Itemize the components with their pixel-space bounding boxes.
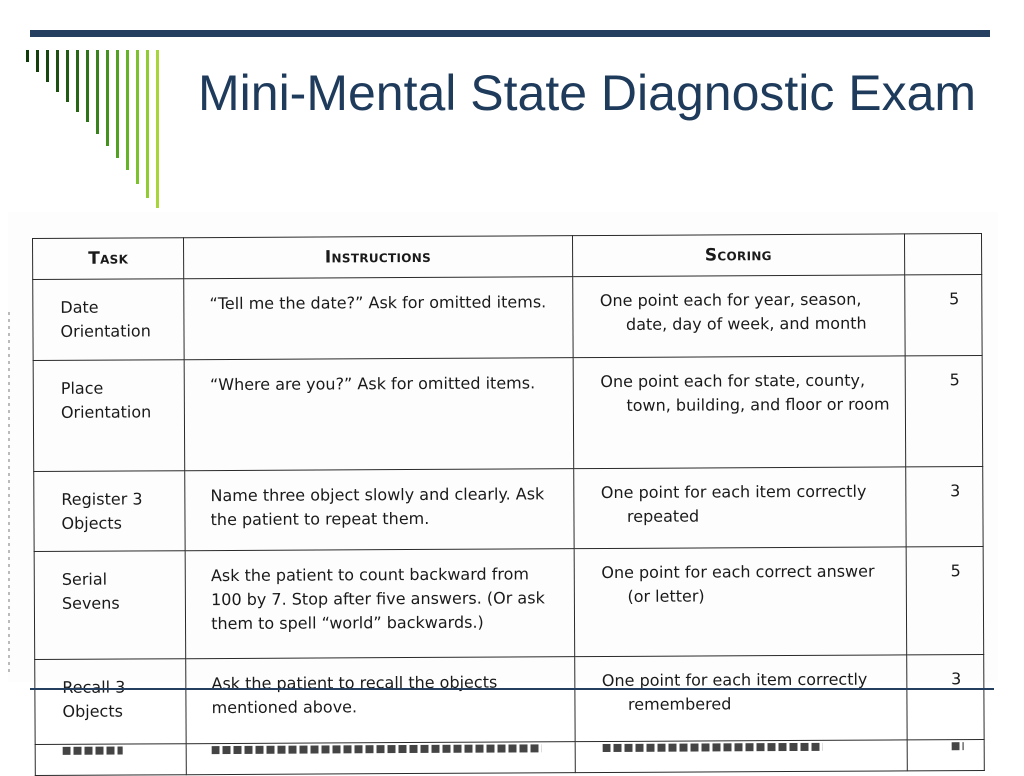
header-scoring: Scoring: [572, 233, 905, 277]
scoring-cell: One point each for state, county, town, …: [572, 355, 906, 469]
points-cell: 3: [905, 466, 984, 547]
task-cell: Register 3 Objects: [33, 470, 186, 552]
scanned-table-image: Task Instructions Scoring Date Orientati…: [8, 212, 998, 776]
task-cell: Serial Sevens: [34, 550, 186, 660]
task-cell: Date Orientation: [32, 278, 185, 361]
scan-edge-artifact: [8, 312, 10, 672]
top-divider: [30, 30, 990, 37]
scoring-text: One point each for year, season, date, d…: [599, 289, 867, 334]
points-cell: 5: [904, 274, 983, 356]
scoring-text: One point for each item correctly repeat…: [600, 481, 867, 526]
cropped-text-fragment: [602, 742, 823, 753]
cropped-cell: [186, 741, 575, 775]
scoring-text: One point each for state, county, town, …: [600, 370, 890, 415]
page-title: Mini-Mental State Diagnostic Exam: [198, 65, 977, 121]
header-task: Task: [32, 237, 184, 280]
cropped-text-fragment: [62, 746, 123, 755]
scoring-cell: One point for each correct answer (or le…: [573, 546, 907, 657]
cropped-cell: [907, 739, 985, 771]
task-cell: Place Orientation: [33, 359, 185, 472]
table-row-cropped: [35, 739, 985, 776]
table-row: Serial Sevens Ask the patient to count b…: [34, 546, 984, 660]
cropped-text-fragment: [951, 742, 964, 751]
points-cell: 5: [906, 546, 984, 655]
header-instructions: Instructions: [183, 235, 573, 279]
cropped-cell: [574, 739, 908, 773]
scoring-cell: One point each for year, season, date, d…: [572, 274, 906, 358]
instructions-cell: Name three object slowly and clearly. As…: [184, 468, 574, 551]
instructions-cell: Ask the patient to recall the objects me…: [185, 656, 575, 744]
points-cell: 5: [905, 355, 983, 467]
header-points: [904, 233, 982, 275]
table-row: Place Orientation “Where are you?” Ask f…: [33, 355, 983, 472]
task-cell: Recall 3 Objects: [34, 658, 187, 745]
instructions-cell: Ask the patient to count backward from 1…: [185, 548, 575, 659]
scoring-text: One point for each correct answer (or le…: [601, 561, 875, 606]
table-row: Register 3 Objects Name three object slo…: [33, 466, 984, 552]
table-header-row: Task Instructions Scoring: [32, 233, 982, 280]
bottom-divider: [30, 688, 994, 690]
instructions-cell: “Tell me the date?” Ask for omitted item…: [183, 276, 573, 360]
scoring-text: One point for each item correctly rememb…: [601, 669, 868, 714]
mmse-table: Task Instructions Scoring Date Orientati…: [32, 233, 985, 776]
points-cell: 3: [906, 654, 985, 740]
decorative-stripes-icon: [26, 50, 159, 208]
table-row: Recall 3 Objects Ask the patient to reca…: [34, 654, 985, 745]
table-row: Date Orientation “Tell me the date?” Ask…: [32, 274, 983, 361]
cropped-cell: [35, 743, 187, 776]
cropped-text-fragment: [211, 744, 542, 755]
scoring-cell: One point for each item correctly repeat…: [573, 466, 907, 549]
instructions-cell: “Where are you?” Ask for omitted items.: [184, 357, 574, 471]
scoring-cell: One point for each item correctly rememb…: [574, 654, 908, 742]
